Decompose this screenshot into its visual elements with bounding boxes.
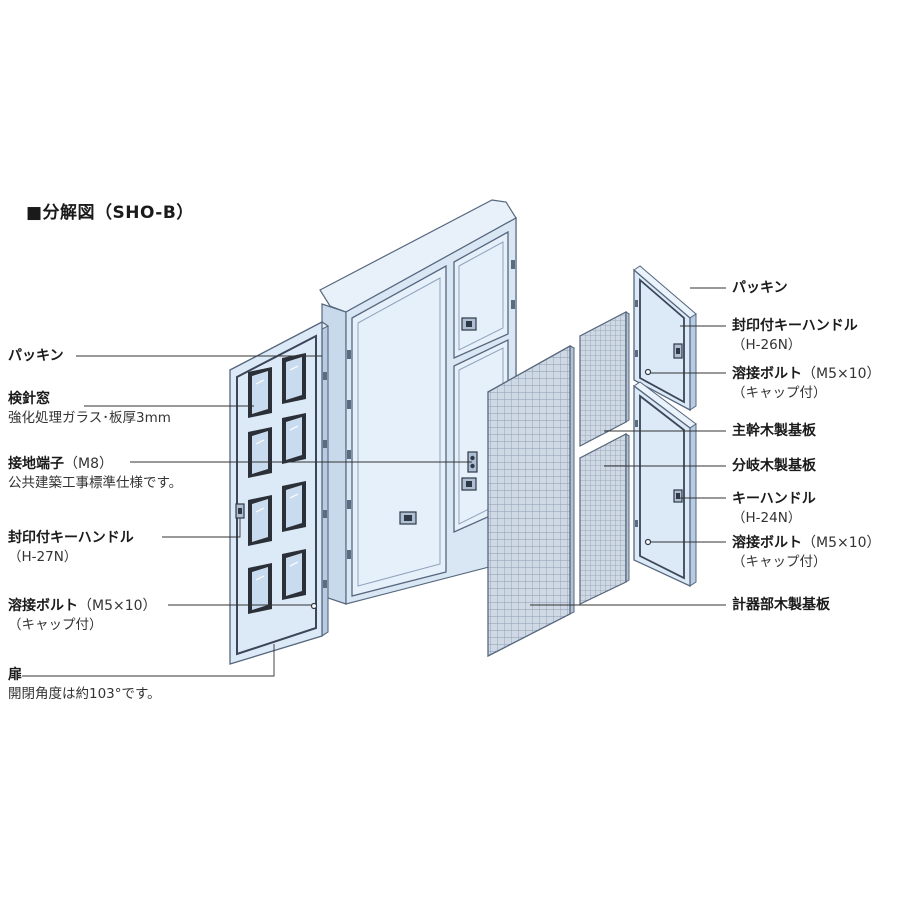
meter-window-glass [286,357,302,400]
label-seal-key-handle-left: 封印付キーハンドル （H-27N） [8,530,134,565]
door-weld-bolt-icon [310,602,318,610]
meter-window-glare [255,439,265,445]
lower-right-door [633,381,697,588]
cabinet-latch-icon [399,317,477,525]
meter-windows [248,353,306,614]
meter-window-glare [289,425,299,431]
meter-window-glass [286,553,302,596]
door-packing [236,334,317,656]
label-packing-right: パッキン [732,280,788,296]
meter-window-glass [252,431,268,474]
label-weld-bolt-left: 溶接ボルト（M5×10） （キャップ付） [8,598,157,633]
meter-window-glass [252,371,268,414]
label-ground-terminal: 接地端子（M8） 公共建築工事標準仕様です。 [8,456,183,491]
label-main-trunk-board: 主幹木製基板 [732,423,816,439]
main-cabinet [319,199,517,605]
label-meter-window: 検針窓 強化処理ガラス･板厚3mm [8,391,171,426]
label-packing-left: パッキン [8,348,64,364]
meter-window-glare [289,493,299,499]
upper-door-weld-bolt-icon [644,368,652,376]
meter-wood-board [486,344,576,658]
label-branch-board: 分岐木製基板 [732,458,816,474]
label-weld-bolt-right-lower: 溶接ボルト（M5×10） （キャップ付） [732,535,881,570]
meter-window-glare [255,507,265,513]
upper-door-packing [639,278,685,404]
door-key-handle-icon [235,503,245,519]
meter-window-glare [255,575,265,581]
lower-door-key-handle-icon [673,489,683,503]
meter-window-glass [286,417,302,460]
cabinet-meter-compartment [351,264,447,597]
left-door [228,320,330,665]
meter-window-glass [286,485,302,528]
leader-door [22,644,275,677]
lower-door-weld-bolt-icon [644,538,652,546]
label-door: 扉 開閉角度は約103°です。 [8,667,161,702]
upper-right-door [633,265,697,412]
leader-seal-key-handle-left [162,518,241,538]
label-weld-bolt-right-upper: 溶接ボルト（M5×10） （キャップ付） [732,366,881,401]
label-key-handle: キーハンドル （H-24N） [732,491,816,526]
meter-window-glass [252,499,268,542]
meter-window-glare [289,561,299,567]
meter-window-glare [289,365,299,371]
main-trunk-wood-board [579,311,630,447]
meter-window-glass [252,567,268,610]
upper-door-seal-key-handle-icon [673,343,683,359]
branch-wood-board [579,433,630,605]
diagram-title: ■分解図（SHO-B） [26,203,194,223]
label-seal-key-handle-right: 封印付キーハンドル （H-26N） [732,318,858,353]
lower-door-packing [639,394,685,580]
meter-window-glare [255,379,265,385]
label-meter-board: 計器部木製基板 [732,597,830,613]
leader-lines [22,287,726,677]
